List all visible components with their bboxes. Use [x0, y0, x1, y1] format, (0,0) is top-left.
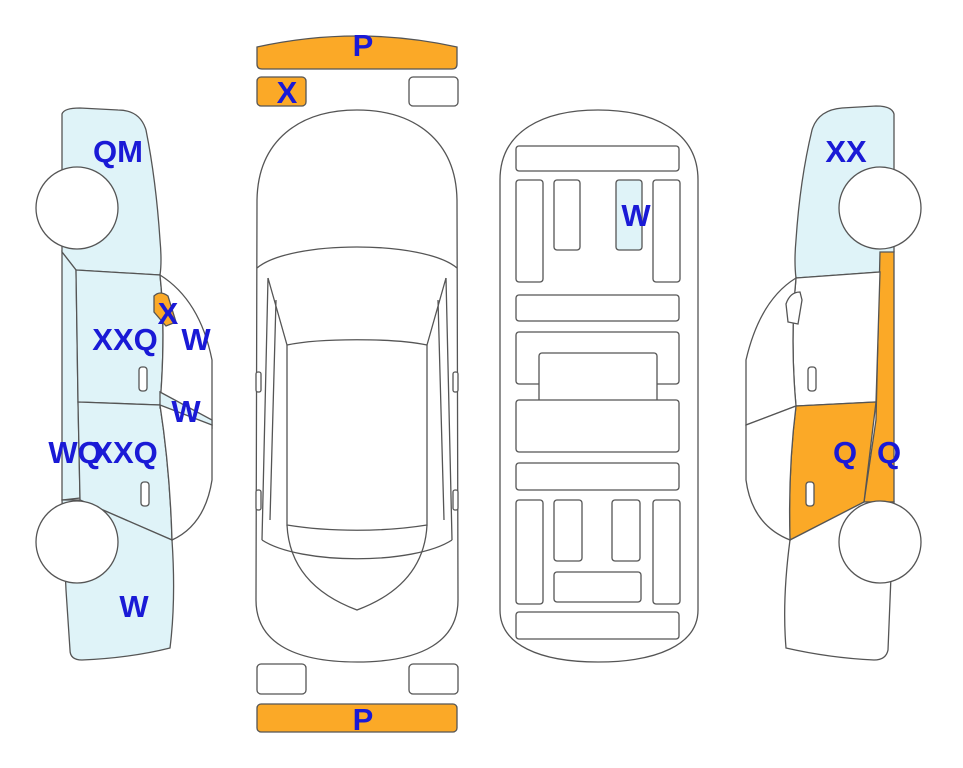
frame-rear-center	[553, 571, 642, 603]
top-right-side	[437, 277, 453, 541]
frame-left-front-rail	[515, 179, 544, 283]
top-trunk-line	[261, 539, 453, 560]
left-b-pillar-label: W	[171, 394, 201, 429]
frame-left-inner	[553, 179, 581, 251]
frame-rear-cross	[515, 611, 680, 640]
left-side-view: QM X XXQ W W WQ XXQ W	[35, 107, 213, 661]
frame-right-rear-inner	[611, 499, 641, 562]
rear-bumper-part[interactable]	[256, 703, 458, 733]
right-mirror-part[interactable]	[785, 291, 803, 325]
rear-left-light-part[interactable]	[256, 663, 307, 695]
roof-panel-label: W	[621, 198, 651, 233]
frame-left-rear-rail	[515, 499, 544, 605]
right-rear-door-label: Q	[833, 435, 857, 470]
right-front-wheel[interactable]	[838, 166, 922, 250]
right-side-view: XX Q Q	[745, 105, 922, 661]
front-right-light-part[interactable]	[408, 76, 459, 107]
left-mirror-top	[255, 371, 262, 393]
rear-right-light-part[interactable]	[408, 663, 459, 695]
front-bumper-part[interactable]	[256, 35, 458, 70]
frame-right-front-rail	[652, 179, 681, 283]
left-front-wheel[interactable]	[35, 166, 119, 250]
frame-left-rear-inner	[553, 499, 583, 562]
left-quarter-label: W	[119, 589, 149, 624]
front-bumper-label: P	[353, 28, 374, 63]
left-rear-wheel[interactable]	[35, 500, 119, 584]
right-rear-glass	[745, 405, 797, 541]
left-rear-glass	[159, 403, 213, 541]
frame-cross-4	[515, 399, 680, 453]
left-rocker-label: WQ	[48, 435, 101, 470]
left-front-handle	[138, 366, 148, 392]
roof-outline	[286, 345, 428, 531]
left-rear-door-label: XXQ	[92, 435, 157, 470]
top-view	[255, 109, 459, 663]
hood-line	[256, 246, 458, 269]
left-rear-handle	[140, 481, 150, 507]
right-mirror-top	[452, 371, 459, 393]
rear-bumper-group: P	[256, 663, 459, 737]
front-bumper-group: P X	[256, 28, 459, 110]
front-left-light-part[interactable]	[256, 76, 307, 107]
frame-right-rear-rail	[652, 499, 681, 605]
right-fender-label: XX	[825, 134, 867, 169]
windshield	[267, 277, 447, 346]
left-handle-top	[255, 489, 262, 511]
left-front-door-label: XXQ	[92, 322, 157, 357]
right-rear-handle	[805, 481, 815, 507]
frame-cross-2	[515, 294, 680, 322]
roof-panel-part[interactable]	[615, 179, 643, 251]
left-a-pillar-label: W	[181, 322, 211, 357]
right-handle-top	[452, 489, 459, 511]
left-mirror-label: X	[158, 296, 179, 331]
right-front-handle	[807, 366, 817, 392]
frame-front-cross	[515, 145, 680, 172]
left-mirror-part[interactable]	[153, 292, 177, 327]
left-front-fender-label: QM	[93, 134, 143, 169]
frame-view: W	[499, 109, 699, 663]
rear-bumper-label: P	[353, 702, 374, 737]
top-left-side	[261, 277, 277, 541]
top-view-body[interactable]	[255, 109, 459, 663]
right-rear-wheel[interactable]	[838, 500, 922, 584]
right-front-door-part[interactable]	[792, 271, 881, 407]
frame-cross-5	[515, 462, 680, 491]
right-pillar-label: Q	[877, 435, 901, 470]
rear-window	[286, 524, 428, 611]
front-left-light-label: X	[277, 75, 298, 110]
